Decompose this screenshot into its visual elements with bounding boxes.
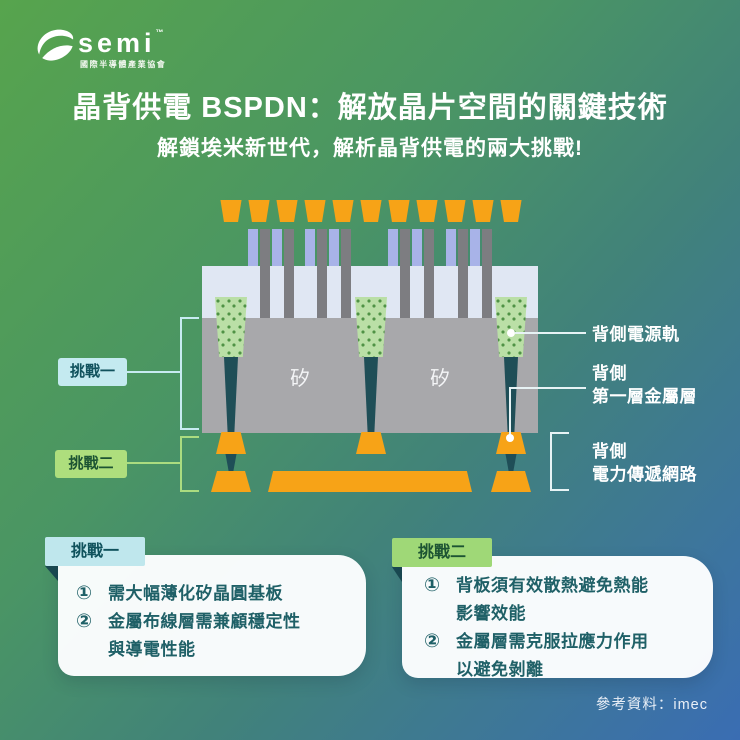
page-title: 晶背供電 BSPDN：解放晶片空間的關鍵技術: [72, 92, 668, 124]
silicon-label: 矽: [290, 368, 310, 390]
gate-pillar: [458, 229, 468, 318]
bracket-line: [180, 436, 199, 438]
item-number: ①: [76, 583, 93, 604]
bracket-line: [552, 432, 569, 434]
gate-pillar: [400, 229, 410, 318]
contact-pad: [332, 200, 354, 222]
fin-pillar: [470, 229, 480, 266]
leader-dot: [506, 434, 514, 442]
bracket-line: [180, 317, 182, 430]
contact-pad: [500, 200, 522, 222]
fin-pillar: [305, 229, 315, 266]
fin-pillar: [272, 229, 282, 266]
ribbon-fold: [45, 566, 58, 581]
backside-via: [224, 357, 238, 433]
backside-metal1-pad: [356, 432, 386, 454]
list-item: ① 需大幅薄化矽晶圓基板: [76, 580, 356, 608]
page-subtitle: 解鎖埃米新世代，解析晶背供電的兩大挑戰!: [157, 137, 583, 160]
pdn-via: [505, 454, 517, 471]
reference-note: 參考資料：imec: [595, 697, 708, 713]
silicon-label: 矽: [430, 368, 450, 390]
contact-pad: [248, 200, 270, 222]
fin-pillar: [446, 229, 456, 266]
challenge-two-tag: 挑戰二: [55, 450, 127, 478]
backside-metal1-pad: [496, 432, 526, 454]
backside-via: [504, 357, 518, 433]
contact-pad: [220, 200, 242, 222]
list-item: ② 金屬布線層需兼顧穩定性 與導電性能: [76, 608, 356, 664]
gate-pillar: [284, 229, 294, 318]
contact-pad: [472, 200, 494, 222]
label-backside-power-rail: 背側電源軌: [592, 325, 680, 344]
fin-pillar: [412, 229, 422, 266]
callout-two-tab: 挑戰二: [392, 538, 492, 567]
label-backside-metal1: 背側 第一層金屬層: [592, 364, 697, 406]
semi-logo-tagline: 國際半導體產業協會: [80, 60, 167, 69]
semi-logo-swoosh-icon: [37, 29, 74, 61]
contact-pad: [444, 200, 466, 222]
callout-one-tab: 挑戰一: [45, 537, 145, 566]
item-number: ②: [76, 611, 93, 632]
gate-pillar: [260, 229, 270, 318]
fin-pillar: [388, 229, 398, 266]
callout-two-box: [402, 556, 713, 678]
challenge-one-tag: 挑戰一: [58, 358, 127, 386]
pdn-rail: [268, 471, 472, 492]
leader-line: [509, 389, 511, 438]
gate-pillar: [482, 229, 492, 318]
bracket-line: [180, 436, 182, 492]
item-text: 金屬布線層需兼顧穩定性 與導電性能: [108, 612, 301, 659]
item-text: 需大幅薄化矽晶圓基板: [108, 584, 283, 603]
leader-dot: [507, 329, 515, 337]
callout-two-body: ① 背板須有效散熱避免熱能 影響效能 ② 金屬層需克服拉應力作用 以避免剝離: [424, 572, 706, 684]
item-text: 背板須有效散熱避免熱能 影響效能: [456, 576, 649, 623]
callout-one-box: [58, 555, 366, 676]
backside-via: [364, 357, 378, 433]
bracket-line: [550, 432, 552, 491]
bracket-line: [180, 317, 199, 319]
pdn-pad: [491, 471, 531, 492]
bracket-line: [180, 428, 199, 430]
item-text: 金屬層需克服拉應力作用 以避免剝離: [456, 632, 649, 679]
contact-pad: [276, 200, 298, 222]
ribbon-fold: [392, 567, 402, 582]
bracket-line: [552, 489, 569, 491]
list-item: ② 金屬層需克服拉應力作用 以避免剝離: [424, 628, 706, 684]
nano-tsv: [355, 297, 387, 357]
gate-pillar: [424, 229, 434, 318]
transistor-group: [388, 229, 435, 318]
leader-line: [509, 387, 586, 389]
pdn-pad: [211, 471, 251, 492]
nano-tsv: [495, 297, 527, 357]
transistor-group: [248, 229, 295, 318]
bracket-line: [180, 490, 199, 492]
contact-pad: [416, 200, 438, 222]
contact-pad: [304, 200, 326, 222]
contact-pad: [360, 200, 382, 222]
item-number: ②: [424, 631, 441, 652]
bracket-line: [127, 371, 182, 373]
backside-metal1-pad: [216, 432, 246, 454]
item-number: ①: [424, 575, 441, 596]
trademark-symbol: ™: [155, 28, 164, 37]
nano-tsv: [215, 297, 247, 357]
bracket-line: [127, 462, 182, 464]
list-item: ① 背板須有效散熱避免熱能 影響效能: [424, 572, 706, 628]
fin-pillar: [329, 229, 339, 266]
gate-pillar: [341, 229, 351, 318]
pdn-via: [225, 454, 237, 471]
callout-one-body: ① 需大幅薄化矽晶圓基板 ② 金屬布線層需兼顧穩定性 與導電性能: [76, 580, 356, 664]
semi-logo-wordmark: semi™: [78, 28, 164, 58]
contact-pad: [388, 200, 410, 222]
transistor-group: [305, 229, 352, 318]
label-backside-pdn: 背側 電力傳遞網路: [592, 442, 697, 484]
transistor-group: [446, 229, 493, 318]
fin-pillar: [248, 229, 258, 266]
gate-pillar: [317, 229, 327, 318]
leader-line: [515, 332, 586, 334]
